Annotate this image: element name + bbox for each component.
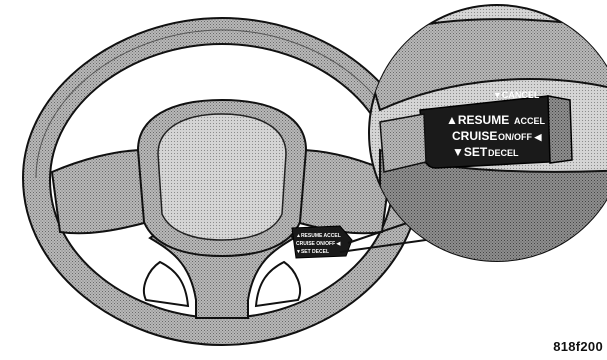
small-lever-line3: ▼SET DECEL [296,249,329,255]
figure-number: 818f200 [553,339,603,354]
lever-onoff-label: ON/OFF ◀ [498,132,542,142]
lever-set-label: ▼SET [452,145,488,159]
small-cruise-lever: ▲RESUME ACCEL CRUISE ON/OFF ◀ ▼SET DECEL [292,226,352,258]
airbag-cover [138,100,306,256]
lever-cancel-label: ▼CANCEL [493,90,540,100]
small-lever-line2: CRUISE ON/OFF ◀ [296,241,341,247]
lever-resume-label: ▲RESUME [446,113,509,127]
lever-accel-label: ACCEL [514,116,546,126]
lever-cruise-label: CRUISE [452,129,497,143]
small-lever-line1: ▲RESUME ACCEL [296,233,341,239]
lever-decel-label: DECEL [488,148,519,158]
